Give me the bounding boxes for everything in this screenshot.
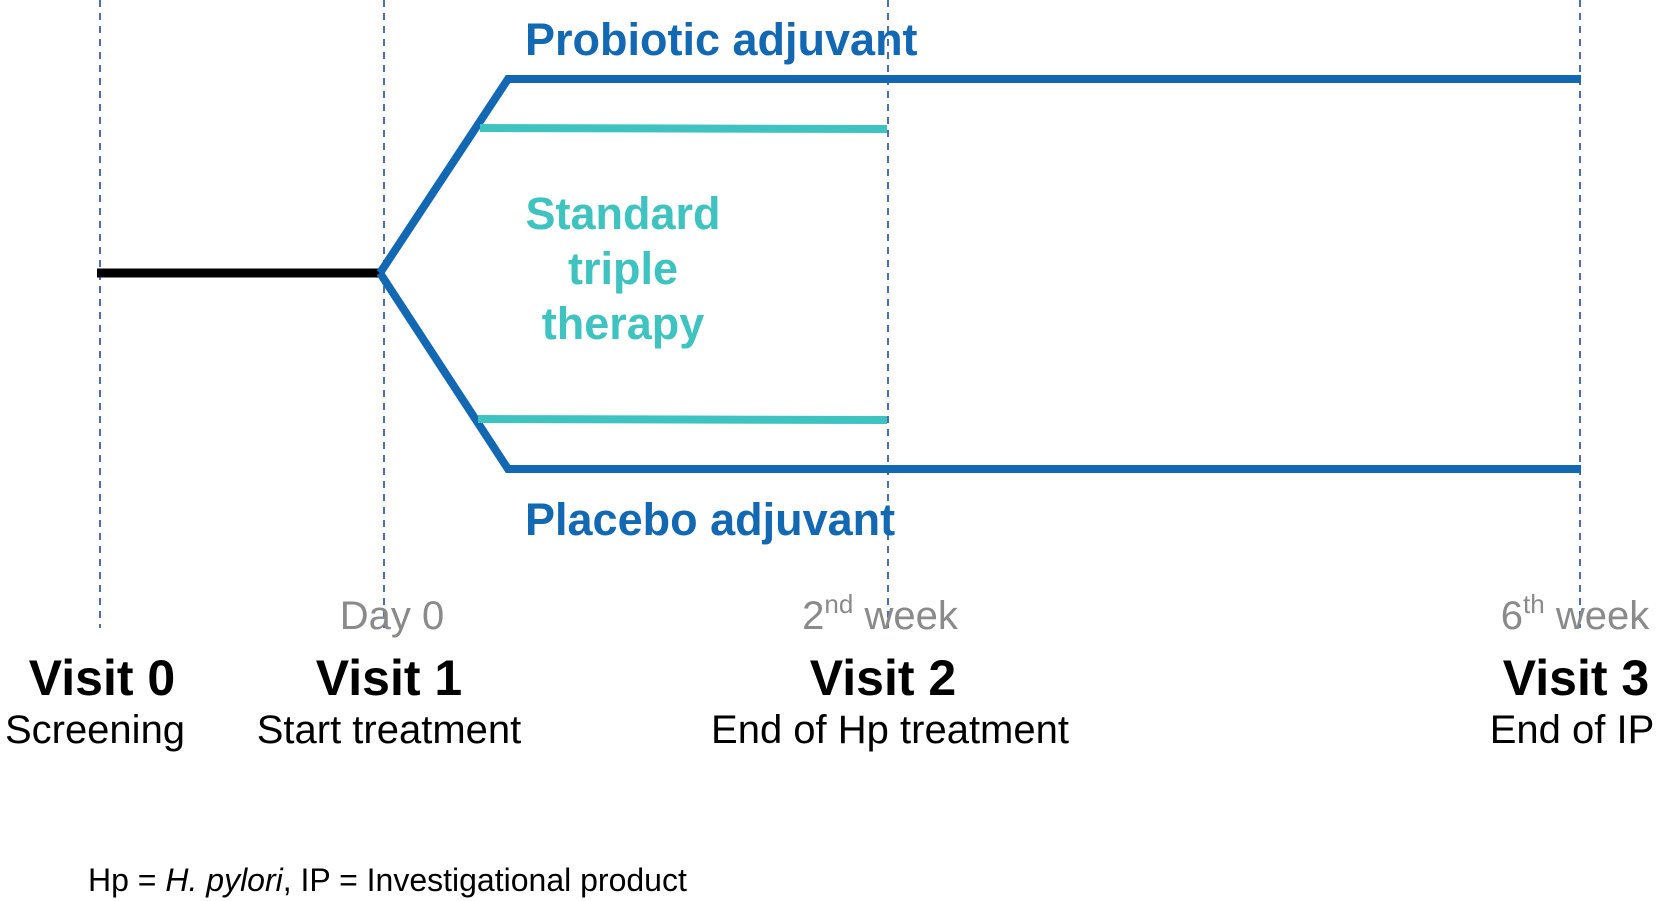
standard-therapy-label-line-1: Standard	[525, 188, 720, 239]
standard-therapy-label-line-2: triple	[568, 243, 678, 294]
footnote-prefix: Hp =	[88, 862, 165, 898]
visit-2-subtitle: End of Hp treatment	[711, 708, 1069, 752]
footnote-italic: H. pylori	[165, 862, 283, 898]
placebo-arm-label: Placebo adjuvant	[525, 494, 895, 545]
visit-2-title: Visit 2	[810, 650, 956, 706]
visit-3-title: Visit 3	[1503, 650, 1649, 706]
standard-therapy-lower-line	[477, 415, 888, 424]
visit-0-subtitle: Screening	[5, 708, 185, 752]
footnote: Hp = H. pylori, IP = Investigational pro…	[88, 862, 687, 898]
probiotic-arm-line	[376, 75, 1581, 276]
visit-1-subtitle: Start treatment	[257, 708, 522, 752]
placebo-arm-line	[376, 270, 1581, 473]
visit-3-subtitle: End of IP	[1490, 708, 1655, 752]
probiotic-arm-label: Probiotic adjuvant	[525, 14, 918, 65]
timepoint-day-0: Day 0	[340, 594, 445, 638]
footnote-suffix: , IP = Investigational product	[283, 862, 687, 898]
timepoint-week-2: 2nd week	[802, 589, 959, 638]
visit-0-title: Visit 0	[29, 650, 175, 706]
standard-therapy-label-line-3: therapy	[542, 298, 705, 349]
standard-therapy-upper-line	[479, 124, 888, 133]
visit-1-title: Visit 1	[316, 650, 462, 706]
timepoint-week-6: 6th week	[1501, 589, 1650, 638]
